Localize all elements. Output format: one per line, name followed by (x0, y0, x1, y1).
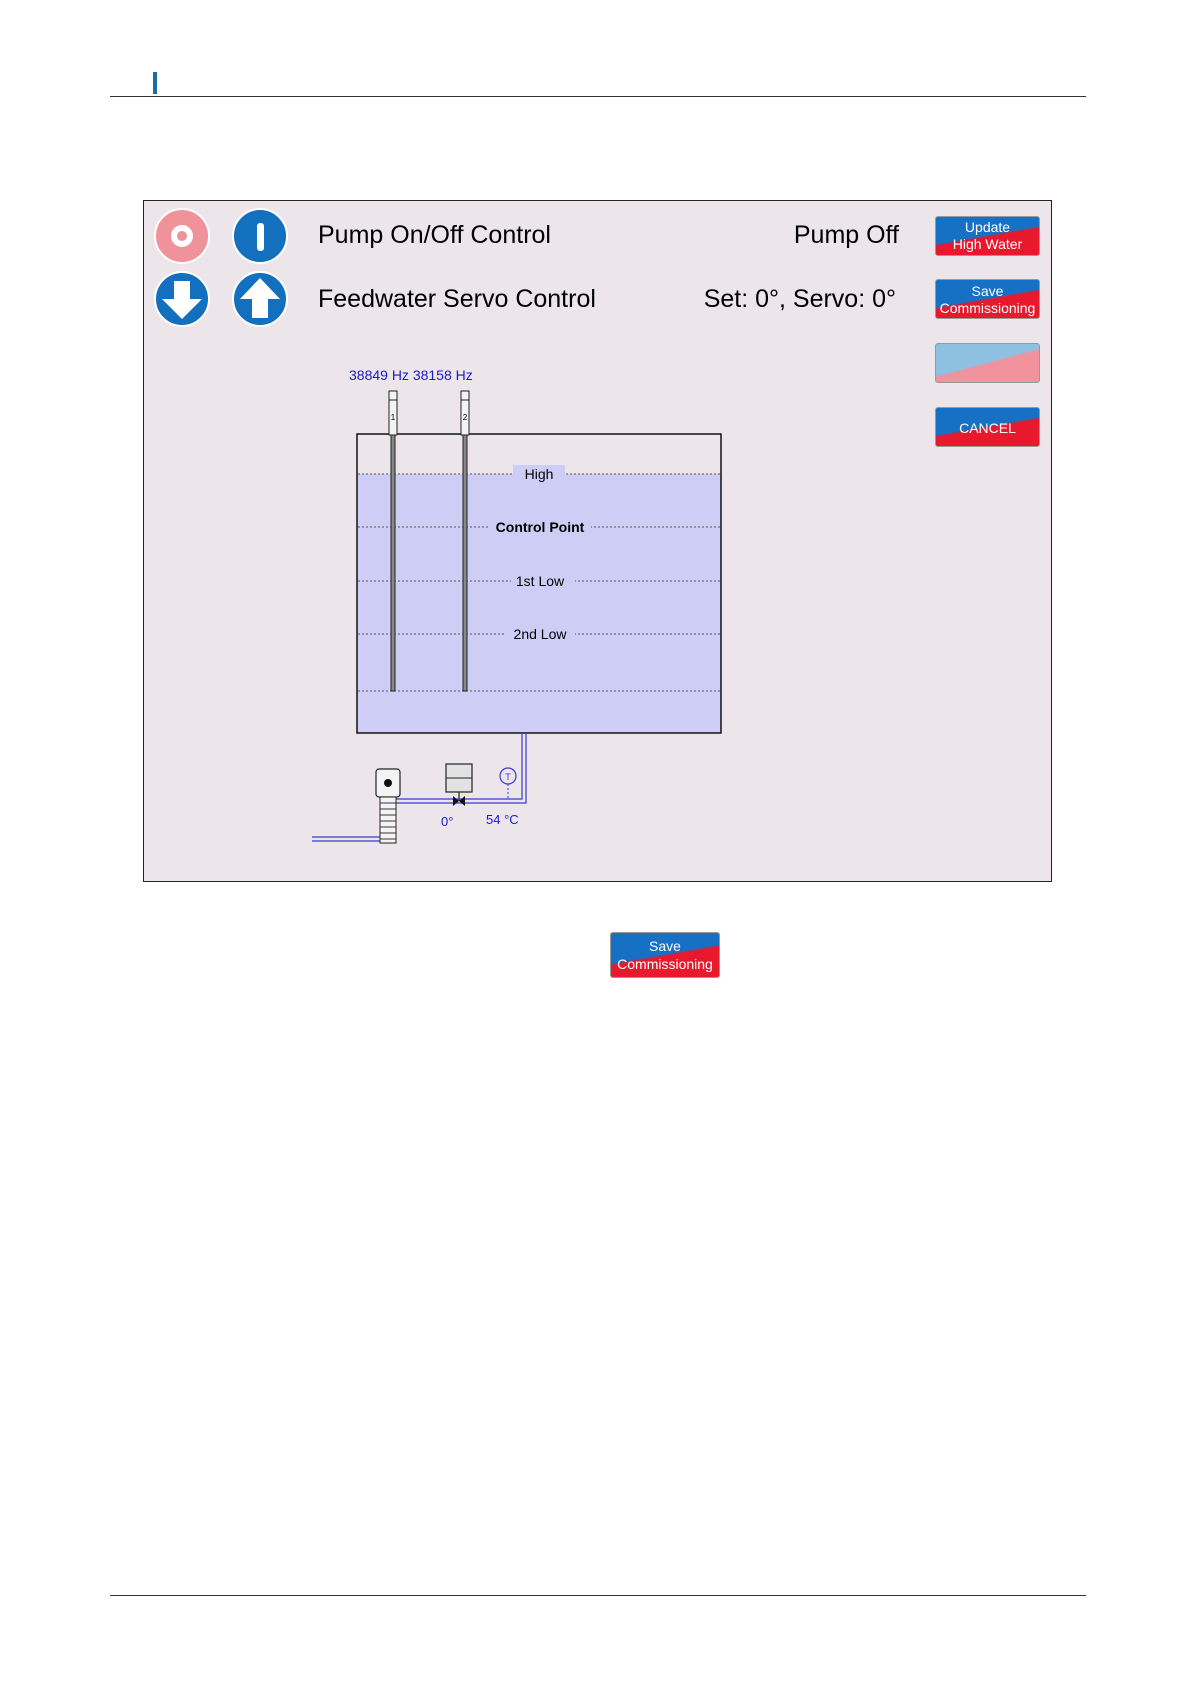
tank-diagram: High Control Point 1st Low 2nd Low 38849… (144, 201, 1050, 880)
doc-save-line1: Save (611, 937, 719, 955)
footer-rule (110, 1595, 1086, 1596)
pump-icon (376, 769, 400, 843)
temperature-sensor-icon: T (500, 768, 516, 799)
level-label-1st-low: 1st Low (516, 573, 565, 589)
control-panel-screen: Pump On/Off Control Feedwater Servo Cont… (143, 200, 1052, 882)
frequency-readout: 38849 Hz 38158 Hz (349, 367, 473, 383)
header-rule (110, 96, 1086, 97)
level-label-control-point: Control Point (496, 519, 585, 535)
temperature-readout: 54 °C (486, 812, 519, 827)
water-level (357, 474, 721, 733)
doc-save-line2: Commissioning (611, 955, 719, 973)
save-commissioning-button-illustration[interactable]: Save Commissioning (610, 932, 720, 978)
servo-valve-icon (446, 764, 472, 806)
valve-angle-readout: 0° (441, 814, 453, 829)
temp-sensor-label: T (505, 772, 511, 782)
level-label-high: High (525, 466, 554, 482)
header-mark (153, 72, 157, 94)
level-label-2nd-low: 2nd Low (514, 626, 568, 642)
probe-2-label: 2 (463, 413, 468, 422)
probe-1-label: 1 (391, 413, 396, 422)
